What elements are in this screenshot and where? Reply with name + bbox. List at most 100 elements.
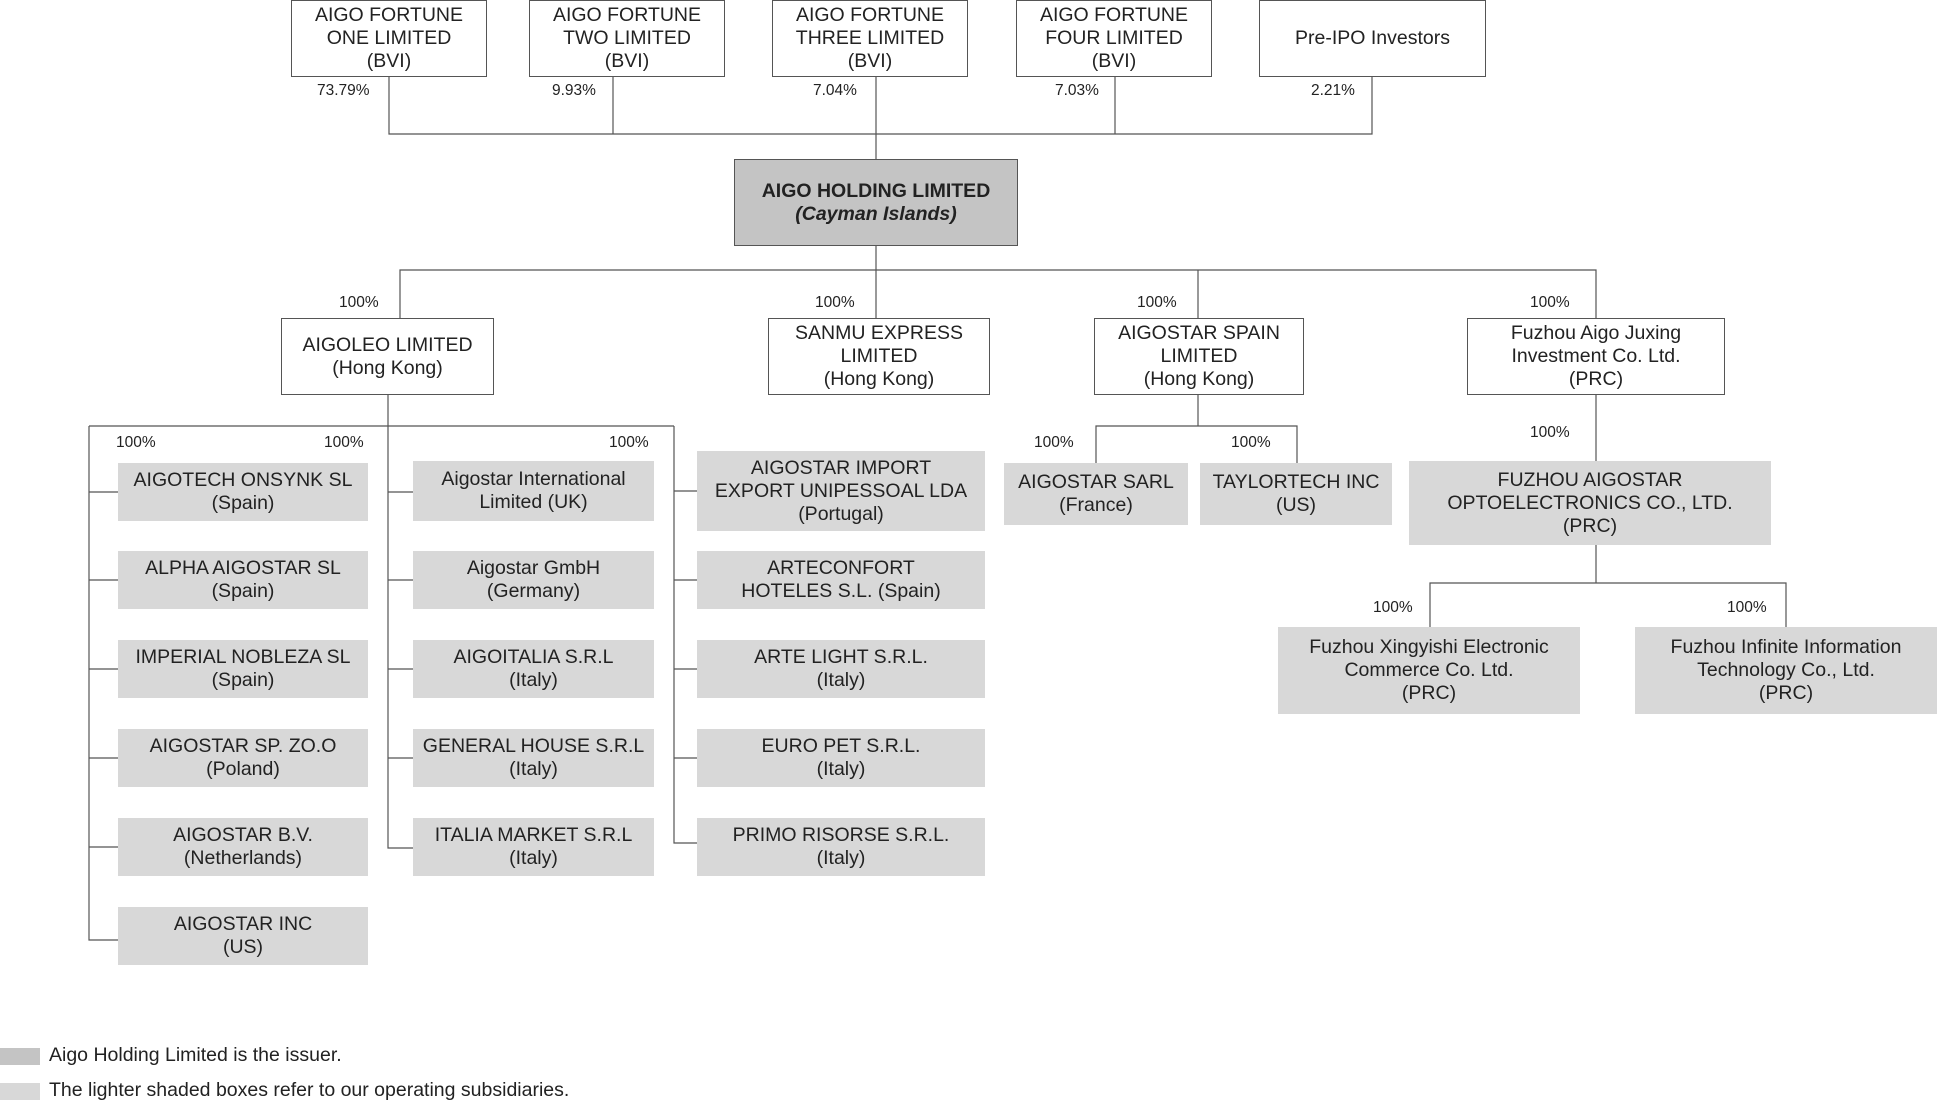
ownership-percent: 100% <box>1137 294 1177 311</box>
ownership-percent: 100% <box>1530 424 1570 441</box>
ownership-percent: 100% <box>324 434 364 451</box>
entity-jurisdiction: (BVI) <box>1091 50 1137 72</box>
entity-name-line: ONE LIMITED <box>326 27 452 49</box>
entity-name-line: ARTE LIGHT S.R.L. <box>754 646 928 668</box>
entity-name-line: AIGOSTAR SARL <box>1018 471 1174 493</box>
operating-subsidiary-aigostar-bv: AIGOSTAR B.V. (Netherlands) <box>118 818 368 876</box>
legend-operating-note: The lighter shaded boxes refer to our op… <box>49 1079 570 1101</box>
entity-name-line: FOUR LIMITED <box>1045 27 1183 49</box>
entity-jurisdiction: (US) <box>1275 494 1317 516</box>
entity-name-line: TWO LIMITED <box>563 27 691 49</box>
entity-jurisdiction: (Hong Kong) <box>332 356 443 379</box>
entity-jurisdiction: (Italy) <box>509 847 558 869</box>
issuer-name: AIGO HOLDING LIMITED <box>761 179 991 202</box>
ownership-percent: 100% <box>1231 434 1271 451</box>
entity-jurisdiction: (PRC) <box>1568 368 1624 390</box>
entity-jurisdiction: (PRC) <box>1401 682 1457 704</box>
entity-name-line: LIMITED <box>1160 345 1238 367</box>
operating-subsidiary-aigostar-sp-zoo: AIGOSTAR SP. ZO.O (Poland) <box>118 729 368 787</box>
entity-jurisdiction: (US) <box>222 936 264 958</box>
operating-subsidiary-aigostar-international: Aigostar International Limited (UK) <box>413 461 654 521</box>
shareholder-aigo-fortune-three: AIGO FORTUNE THREE LIMITED (BVI) <box>772 0 968 77</box>
issuer-swatch <box>0 1048 40 1065</box>
entity-name-line: AIGOTECH ONSYNK SL <box>133 469 353 491</box>
operating-subsidiary-aigotech-onsynk: AIGOTECH ONSYNK SL (Spain) <box>118 463 368 521</box>
shareholder-aigo-fortune-two: AIGO FORTUNE TWO LIMITED (BVI) <box>529 0 725 77</box>
entity-name-line: AIGOSTAR B.V. <box>173 824 313 846</box>
subsidiary-aigostar-spain: AIGOSTAR SPAIN LIMITED (Hong Kong) <box>1094 318 1304 395</box>
entity-name-line: ALPHA AIGOSTAR SL <box>145 557 341 579</box>
entity-name-line: LIMITED <box>840 345 918 367</box>
entity-name-line: THREE LIMITED <box>795 27 945 49</box>
operating-subsidiary-fuzhou-xingyishi: Fuzhou Xingyishi Electronic Commerce Co.… <box>1278 627 1580 714</box>
entity-name-line: AIGOLEO LIMITED <box>302 333 473 356</box>
entity-jurisdiction: (Portugal) <box>798 502 884 525</box>
entity-jurisdiction: (BVI) <box>604 50 650 72</box>
entity-jurisdiction: (Italy) <box>816 669 866 691</box>
ownership-percent: 73.79% <box>317 82 370 99</box>
entity-name-line: TAYLORTECH INC <box>1212 471 1380 493</box>
entity-name-line: Pre-IPO Investors <box>1295 27 1450 49</box>
ownership-percent: 100% <box>609 434 649 451</box>
operating-subsidiary-alpha-aigostar: ALPHA AIGOSTAR SL (Spain) <box>118 551 368 609</box>
issuer-jurisdiction: (Cayman Islands) <box>795 202 957 225</box>
operating-subsidiary-fuzhou-aigostar-optoelectronics: FUZHOU AIGOSTAR OPTOELECTRONICS CO., LTD… <box>1409 461 1771 545</box>
entity-name-line: FUZHOU AIGOSTAR <box>1497 468 1683 491</box>
entity-jurisdiction: (Hong Kong) <box>823 368 935 390</box>
entity-name-line: GENERAL HOUSE S.R.L <box>422 735 645 757</box>
operating-subsidiary-arte-light: ARTE LIGHT S.R.L. (Italy) <box>697 640 985 698</box>
entity-name-line: Aigostar International <box>441 468 626 490</box>
entity-name-line: Aigostar GmbH <box>466 557 601 579</box>
operating-subsidiary-euro-pet: EURO PET S.R.L. (Italy) <box>697 729 985 787</box>
ownership-percent: 100% <box>1530 294 1570 311</box>
operating-subsidiary-aigostar-inc: AIGOSTAR INC (US) <box>118 907 368 965</box>
operating-subsidiary-imperial-nobleza: IMPERIAL NOBLEZA SL (Spain) <box>118 640 368 698</box>
entity-name-line: ITALIA MARKET S.R.L <box>434 824 633 846</box>
operating-subsidiary-aigostar-sarl: AIGOSTAR SARL (France) <box>1004 463 1188 525</box>
entity-jurisdiction: (PRC) <box>1562 514 1618 537</box>
ownership-percent: 100% <box>1727 599 1767 616</box>
entity-jurisdiction: (PRC) <box>1758 682 1814 704</box>
entity-name-line: AIGOSTAR SP. ZO.O <box>149 735 337 757</box>
entity-name-line: Fuzhou Infinite Information <box>1670 636 1902 658</box>
ownership-percent: 100% <box>1034 434 1074 451</box>
operating-subsidiary-primo-risorse: PRIMO RISORSE S.R.L. (Italy) <box>697 818 985 876</box>
entity-name-line: EXPORT UNIPESSOAL LDA <box>714 479 968 502</box>
entity-name-line: AIGO FORTUNE <box>552 4 702 26</box>
operating-subsidiary-aigoitalia: AIGOITALIA S.R.L (Italy) <box>413 640 654 698</box>
entity-jurisdiction: (Germany) <box>486 580 581 602</box>
entity-name-line: AIGOSTAR INC <box>173 913 313 935</box>
entity-jurisdiction: (Spain) <box>211 669 275 691</box>
operating-subsidiary-general-house: GENERAL HOUSE S.R.L (Italy) <box>413 729 654 787</box>
entity-name-line: Fuzhou Xingyishi Electronic <box>1309 636 1549 658</box>
entity-name-line: EURO PET S.R.L. <box>761 735 921 757</box>
entity-name-line: AIGOSTAR SPAIN <box>1118 322 1280 344</box>
entity-jurisdiction: (BVI) <box>366 50 412 72</box>
entity-name-line: AIGOITALIA S.R.L <box>453 646 614 668</box>
entity-name-line: Fuzhou Aigo Juxing <box>1510 322 1682 344</box>
ownership-percent: 2.21% <box>1311 82 1355 99</box>
entity-name-line: AIGOSTAR IMPORT <box>750 456 932 479</box>
ownership-percent: 9.93% <box>552 82 596 99</box>
entity-jurisdiction: (Spain) <box>211 580 275 602</box>
entity-jurisdiction: (BVI) <box>847 50 893 72</box>
entity-jurisdiction: (Italy) <box>509 758 558 780</box>
entity-name-line: AIGO FORTUNE <box>795 4 945 26</box>
ownership-percent: 7.04% <box>813 82 857 99</box>
entity-name-line: SANMU EXPRESS <box>795 322 963 344</box>
entity-jurisdiction: (Hong Kong) <box>1143 368 1255 390</box>
subsidiary-aigoleo-limited: AIGOLEO LIMITED (Hong Kong) <box>281 318 494 395</box>
shareholder-pre-ipo-investors: Pre-IPO Investors <box>1259 0 1486 77</box>
ownership-percent: 100% <box>339 294 379 311</box>
ownership-percent: 100% <box>815 294 855 311</box>
entity-name-line: Technology Co., Ltd. <box>1697 659 1875 681</box>
ownership-percent: 7.03% <box>1055 82 1099 99</box>
entity-jurisdiction: (Italy) <box>509 669 558 691</box>
entity-name-line: HOTELES S.L. (Spain) <box>741 580 941 602</box>
ownership-percent: 100% <box>116 434 156 451</box>
operating-subsidiary-aigostar-import-export: AIGOSTAR IMPORT EXPORT UNIPESSOAL LDA (P… <box>697 451 985 531</box>
entity-jurisdiction: (Italy) <box>816 758 866 780</box>
issuer-aigo-holding-limited: AIGO HOLDING LIMITED (Cayman Islands) <box>734 159 1018 246</box>
entity-jurisdiction: (France) <box>1059 494 1133 516</box>
entity-name-line: Investment Co. Ltd. <box>1511 345 1681 367</box>
